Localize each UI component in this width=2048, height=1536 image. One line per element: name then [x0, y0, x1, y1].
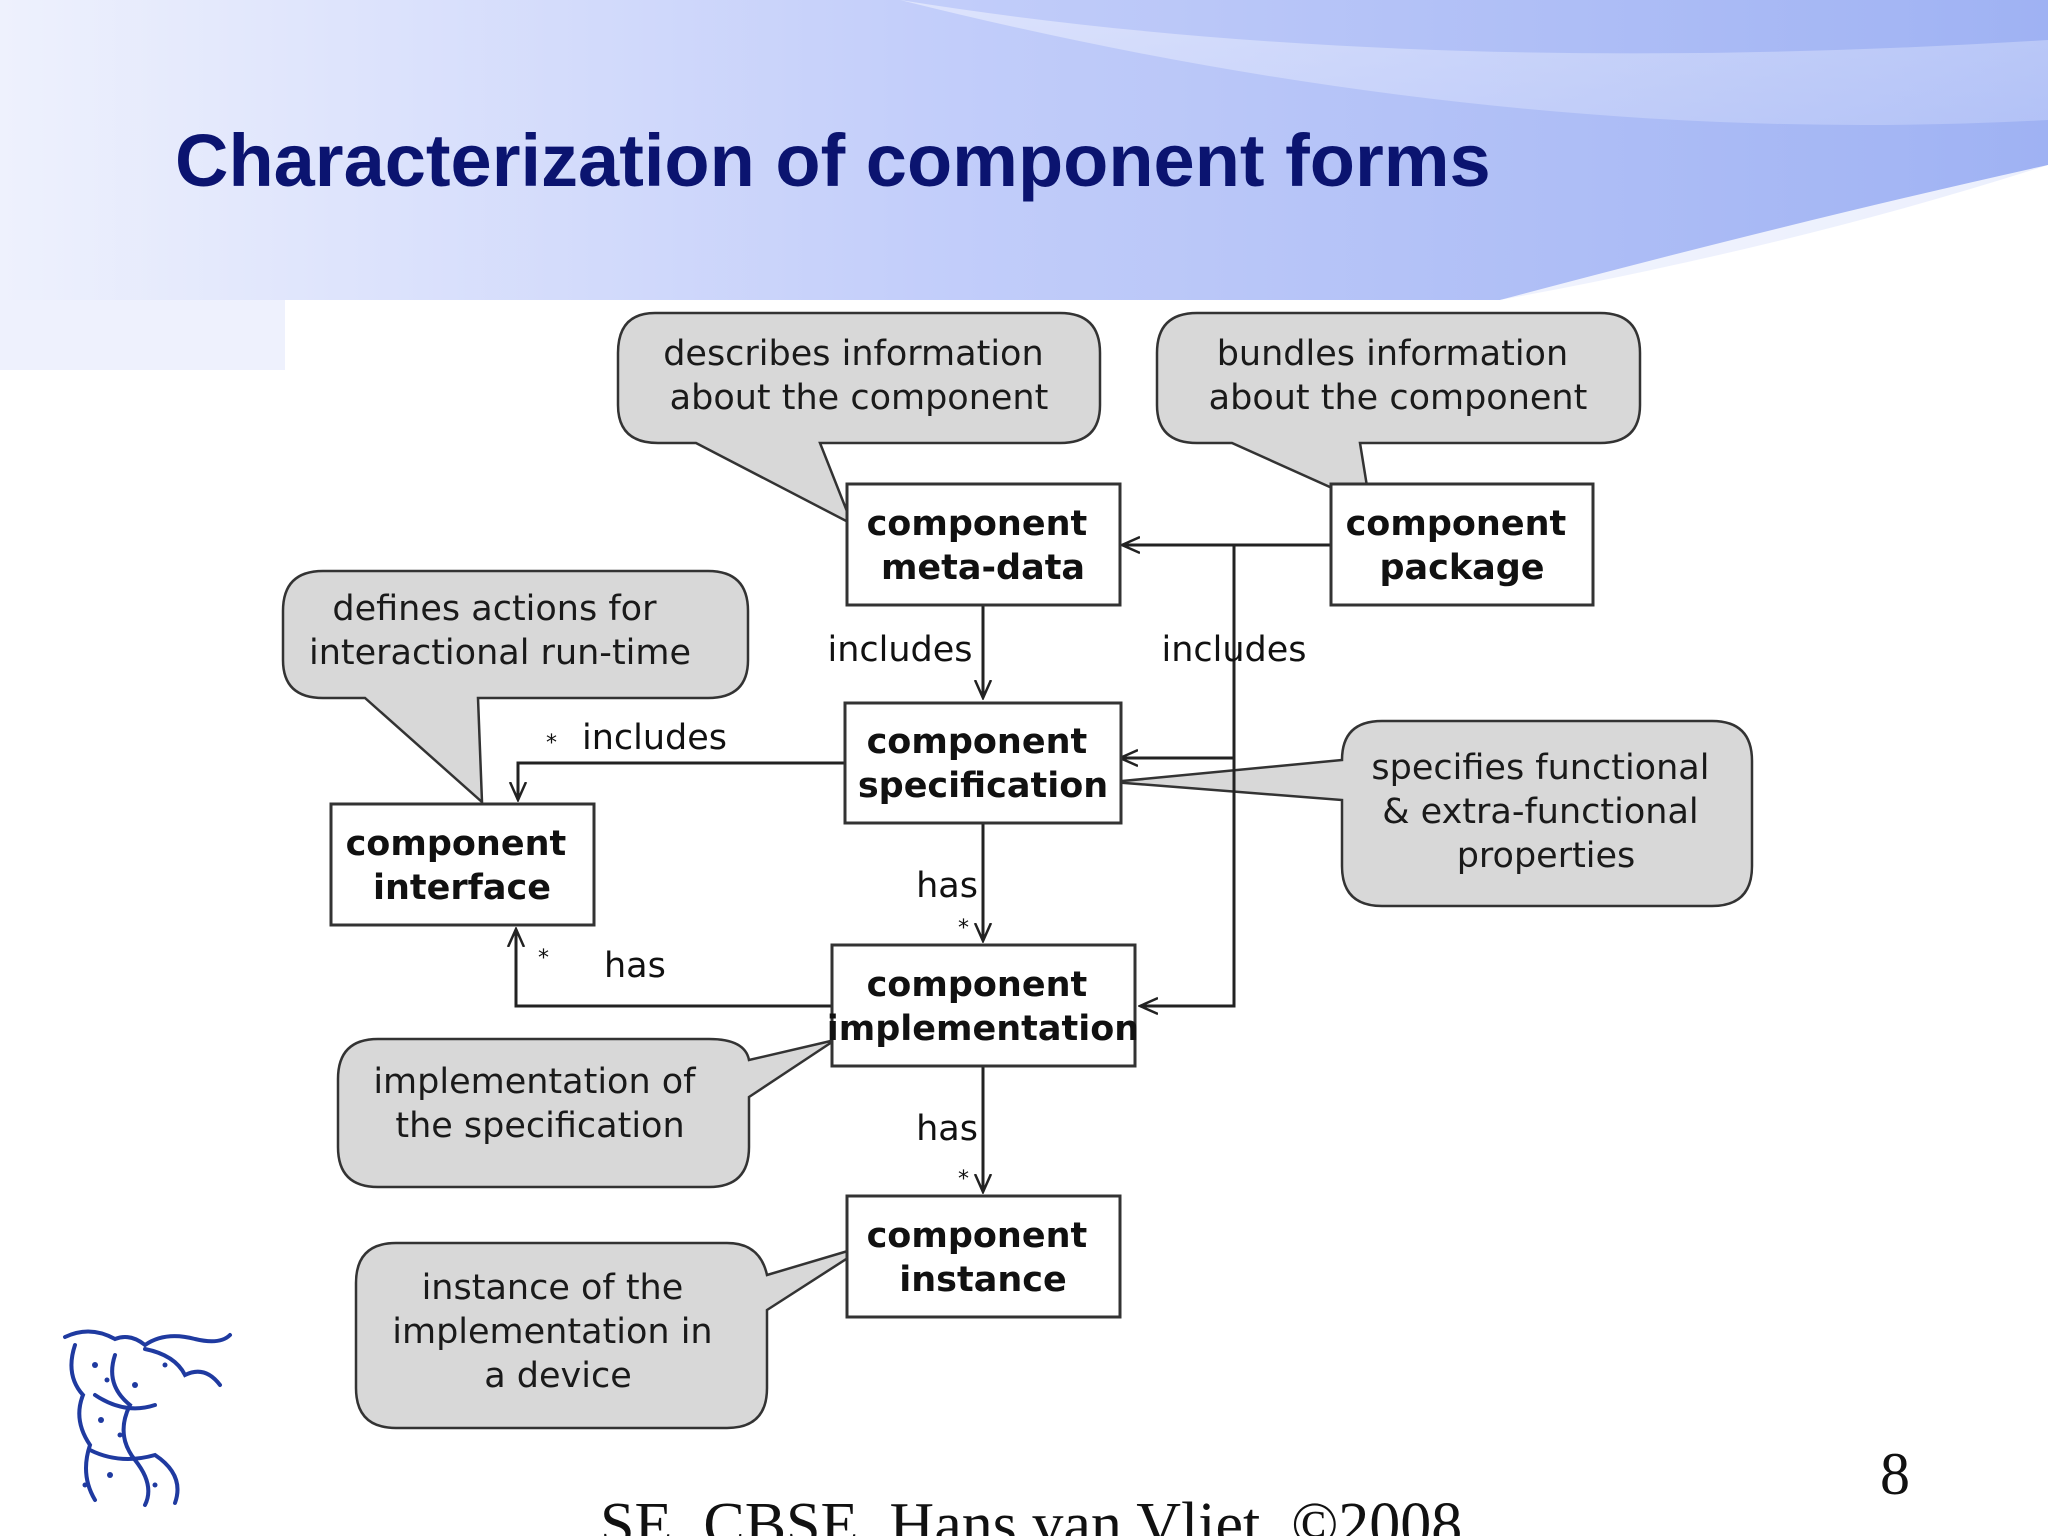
box-instance-line1: component [867, 1216, 1088, 1256]
box-package: component package [1329, 482, 1595, 607]
box-package-line1: component [1346, 504, 1567, 544]
svg-text:specifies functional &: specifies functional & extra-functional … [1371, 748, 1720, 876]
slide-title: Characterization of component forms [175, 119, 1491, 202]
box-specification: component specification [843, 701, 1123, 825]
callout-instance-line2: implementation in [392, 1312, 712, 1352]
callout-instance: instance of the implementation in a devi… [354, 1241, 869, 1430]
edge-package-to-impl [1140, 758, 1236, 1006]
callout-interface-line1: defines actions for [332, 589, 657, 629]
svg-text:component implementati: component implementation [827, 965, 1139, 1049]
callout-meta-data-line2: about the component [670, 378, 1049, 418]
svg-text:defines actions for in: defines actions for interactional run-ti… [309, 589, 691, 673]
callout-specification-line3: properties [1457, 836, 1636, 876]
multiplicity-impl-to-instance: * [958, 1167, 969, 1192]
griffin-logo [63, 1329, 232, 1507]
svg-text:component instance: component instance [867, 1216, 1100, 1300]
callout-instance-line3: a device [484, 1356, 632, 1396]
callout-package-line1: bundles information [1217, 334, 1568, 374]
svg-text:component interface: component interface [346, 824, 579, 908]
svg-text:implementation of the: implementation of the specification [373, 1062, 706, 1146]
label-impl-to-interface: has [604, 946, 666, 986]
callout-specification-line1: specifies functional [1371, 748, 1709, 788]
callout-meta-data: describes information about the componen… [616, 311, 1102, 527]
callout-implementation: implementation of the specification [336, 1037, 836, 1189]
connectors [516, 545, 1330, 1192]
edge-spec-to-interface [518, 761, 845, 800]
multiplicity-spec-to-interface: * [546, 731, 557, 756]
box-interface: component interface [329, 802, 596, 927]
box-specification-line2: specification [858, 766, 1108, 806]
svg-text:describes information: describes information about the componen… [663, 334, 1055, 418]
multiplicity-spec-to-impl: * [958, 916, 969, 941]
svg-text:instance of the implem: instance of the implementation in a devi… [392, 1268, 724, 1396]
box-meta-data-line1: component [867, 504, 1088, 544]
callout-instance-line1: instance of the [422, 1268, 684, 1308]
box-specification-line1: component [867, 722, 1088, 762]
box-instance: component instance [845, 1194, 1122, 1319]
callout-specification: specifies functional & extra-functional … [1111, 719, 1754, 908]
label-impl-to-instance: has [916, 1109, 978, 1149]
box-implementation-line2: implementation [827, 1009, 1139, 1049]
box-instance-line2: instance [899, 1260, 1067, 1300]
box-interface-line1: component [346, 824, 567, 864]
svg-text:component meta-data: component meta-data [867, 504, 1100, 588]
callout-meta-data-line1: describes information [663, 334, 1043, 374]
svg-text:component package: component package [1346, 504, 1579, 588]
label-package-includes: includes [1161, 630, 1306, 670]
box-interface-line2: interface [373, 868, 551, 908]
box-meta-data-line2: meta-data [881, 548, 1085, 588]
page-number: 8 [1880, 1441, 1910, 1507]
callout-package-line2: about the component [1209, 378, 1588, 418]
callout-package: bundles information about the component [1155, 311, 1642, 508]
svg-text:component specificatio: component specification [858, 722, 1108, 806]
label-spec-to-interface: includes [582, 718, 727, 758]
footer-credit: SE, CBSE, Hans van Vliet, ©2008 [600, 1491, 1463, 1536]
edge-impl-to-interface [516, 929, 832, 1008]
multiplicity-impl-to-interface: * [538, 946, 549, 971]
box-package-line2: package [1379, 548, 1544, 588]
callout-specification-line2: & extra-functional [1382, 792, 1698, 832]
box-implementation: component implementation [827, 943, 1139, 1068]
callout-implementation-line2: the specification [395, 1106, 684, 1146]
callout-interface: defines actions for interactional run-ti… [281, 569, 750, 805]
box-meta-data: component meta-data [845, 482, 1122, 607]
callout-interface-line2: interactional run-time [309, 633, 691, 673]
box-implementation-line1: component [867, 965, 1088, 1005]
edge-labels: includes includes includes * has * has *… [538, 630, 1307, 1192]
svg-text:bundles information ab: bundles information about the component [1209, 334, 1588, 418]
label-meta-to-spec: includes [827, 630, 972, 670]
label-spec-to-impl: has [916, 866, 978, 906]
callout-implementation-line1: implementation of [373, 1062, 696, 1102]
